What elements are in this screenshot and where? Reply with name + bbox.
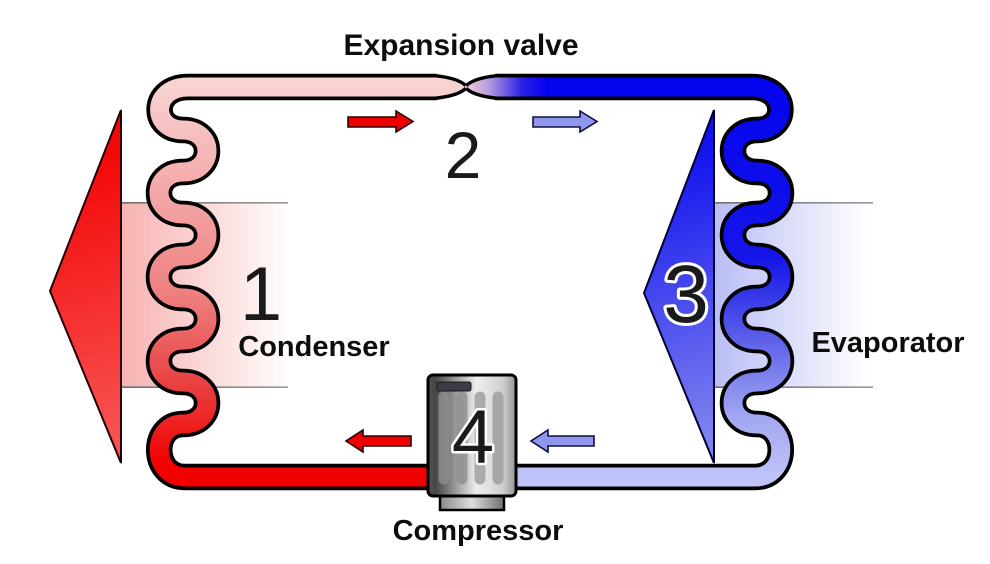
expansion-valve-label: Expansion valve	[343, 29, 578, 62]
flow-arrow-cold-top	[532, 109, 599, 134]
expansion-valve-constriction	[434, 70, 498, 104]
compressor-unit	[426, 373, 518, 512]
heat-output-arrow-head	[48, 109, 122, 464]
condenser-label: Condenser	[238, 331, 389, 363]
flow-arrow-hot-bottom	[344, 428, 412, 454]
stage-number-2: 2	[445, 118, 482, 192]
valve-pinch-edge	[434, 74, 467, 87]
evaporator-label: Evaporator	[811, 327, 964, 359]
compressor-label: Compressor	[393, 515, 564, 547]
flow-arrow-cold-bottom	[529, 428, 595, 454]
stage-number-4: 4	[452, 395, 494, 480]
valve-pinch-mask-bottom	[437, 88, 495, 104]
valve-pinch-edge	[465, 74, 498, 87]
stage-number-1: 1	[240, 252, 282, 337]
compressor-vent-slot	[436, 381, 472, 392]
stage-number-3: 3	[663, 249, 709, 340]
flow-arrow-hot-top	[347, 109, 415, 134]
evaporator-coil	[466, 77, 791, 487]
valve-pinch-edge	[465, 87, 498, 100]
heat-input-arrow-head	[642, 109, 715, 464]
valve-pinch-mask-top	[437, 70, 495, 86]
valve-pinch-edge	[434, 87, 467, 100]
condenser-coil	[149, 77, 466, 487]
